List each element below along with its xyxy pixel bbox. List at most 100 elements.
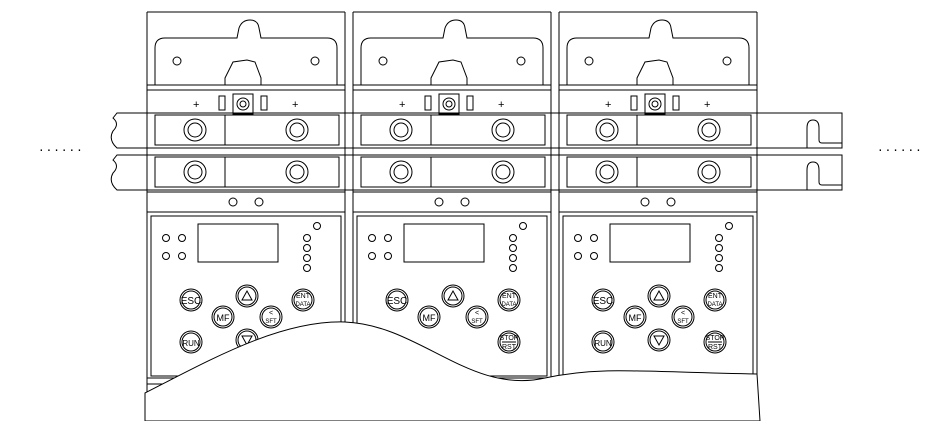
terminal-block: + + xyxy=(193,93,298,115)
svg-text:<: < xyxy=(475,310,479,317)
shift-key[interactable]: < SFT xyxy=(465,305,489,329)
svg-text:SFT: SFT xyxy=(677,319,689,325)
svg-text:RUN: RUN xyxy=(594,339,612,348)
stop-rst-key[interactable]: STOP RST xyxy=(497,330,521,354)
unit-led xyxy=(509,264,517,272)
terminal-plus-label: + xyxy=(292,99,298,111)
esc-key[interactable]: ESC xyxy=(179,288,203,312)
indicator-hole xyxy=(228,197,238,207)
status-led xyxy=(384,234,392,242)
unit-led xyxy=(303,244,311,252)
unit-led xyxy=(303,234,311,242)
svg-text:SFT: SFT xyxy=(265,319,277,325)
bus-bolt xyxy=(285,118,309,142)
svg-text:DATA: DATA xyxy=(707,302,722,308)
unit-led xyxy=(715,254,723,262)
svg-text:MF: MF xyxy=(217,313,230,323)
status-led xyxy=(574,252,582,260)
bus-bolt xyxy=(183,118,207,142)
svg-text:<: < xyxy=(681,310,685,317)
mf-key[interactable]: MF xyxy=(623,305,647,329)
up-arrow-icon xyxy=(241,289,253,301)
status-led xyxy=(162,252,170,260)
status-led xyxy=(162,234,170,242)
lcd-display xyxy=(197,223,279,263)
terminal-plus-label: + xyxy=(704,99,710,111)
svg-text:MF: MF xyxy=(629,313,642,323)
svg-text:ENT: ENT xyxy=(502,293,517,300)
ent-data-key[interactable]: ENT DATA xyxy=(291,288,315,312)
continuation-dots-left: ...... xyxy=(38,141,84,154)
up-key[interactable] xyxy=(647,284,671,308)
drive-module: + + ESC xyxy=(558,11,758,393)
indicator-hole xyxy=(434,197,444,207)
latch xyxy=(224,59,262,85)
svg-text:STOP: STOP xyxy=(706,335,725,342)
esc-key[interactable]: ESC xyxy=(385,288,409,312)
unit-led xyxy=(715,234,723,242)
up-arrow-icon xyxy=(653,289,665,301)
bus-clamps xyxy=(154,114,340,188)
bus-bolt xyxy=(285,160,309,184)
shift-key[interactable]: < SFT xyxy=(671,305,695,329)
mounting-bracket xyxy=(360,19,544,86)
lcd-display xyxy=(609,223,691,263)
unit-led xyxy=(715,244,723,252)
bus-clamps xyxy=(566,114,752,188)
svg-text:RST: RST xyxy=(502,344,517,351)
status-led xyxy=(590,234,598,242)
terminal-block: + + xyxy=(399,93,504,115)
terminal-block: + + xyxy=(605,93,710,115)
status-led xyxy=(178,234,186,242)
bracket-hole xyxy=(722,56,732,66)
down-key[interactable] xyxy=(647,328,671,352)
run-key[interactable]: RUN xyxy=(591,330,615,354)
svg-text:RST: RST xyxy=(708,344,723,351)
ent-data-key[interactable]: ENT DATA xyxy=(703,288,727,312)
stop-rst-key[interactable]: STOP RST xyxy=(703,330,727,354)
run-key[interactable]: RUN xyxy=(179,330,203,354)
unit-led xyxy=(509,254,517,262)
indicator-hole xyxy=(460,197,470,207)
status-led xyxy=(384,252,392,260)
unit-led xyxy=(303,264,311,272)
indicator-hole xyxy=(666,197,676,207)
bus-bolt xyxy=(697,118,721,142)
mf-key[interactable]: MF xyxy=(417,305,441,329)
terminal-plus-label: + xyxy=(605,99,611,111)
svg-text:ESC: ESC xyxy=(181,296,202,307)
esc-key[interactable]: ESC xyxy=(591,288,615,312)
ent-data-key[interactable]: ENT DATA xyxy=(497,288,521,312)
unit-led xyxy=(313,222,321,230)
down-arrow-icon xyxy=(653,335,665,347)
up-key[interactable] xyxy=(235,284,259,308)
svg-text:SFT: SFT xyxy=(471,319,483,325)
svg-text:ENT: ENT xyxy=(708,293,723,300)
drive-module: + + ESC xyxy=(352,11,552,393)
up-key[interactable] xyxy=(441,284,465,308)
unit-led xyxy=(509,244,517,252)
break-line-cutaway xyxy=(144,321,761,422)
bus-bolt xyxy=(491,160,515,184)
status-led xyxy=(368,234,376,242)
bus-bolt xyxy=(697,160,721,184)
unit-led xyxy=(303,254,311,262)
down-arrow-icon xyxy=(241,335,253,347)
lower-bus-bar xyxy=(110,154,843,191)
upper-bar-slot xyxy=(806,119,842,148)
lower-bar-slot xyxy=(806,161,842,190)
shift-key[interactable]: < SFT xyxy=(259,305,283,329)
terminal-plus-label: + xyxy=(193,99,199,111)
svg-text:<: < xyxy=(269,310,273,317)
bus-bolt xyxy=(491,118,515,142)
unit-led xyxy=(715,264,723,272)
mounting-bracket xyxy=(154,19,338,86)
bracket-hole xyxy=(310,56,320,66)
terminal-plus-label: + xyxy=(498,99,504,111)
status-led xyxy=(590,252,598,260)
status-led xyxy=(574,234,582,242)
latch xyxy=(636,59,674,85)
bracket-hole xyxy=(516,56,526,66)
mf-key[interactable]: MF xyxy=(211,305,235,329)
